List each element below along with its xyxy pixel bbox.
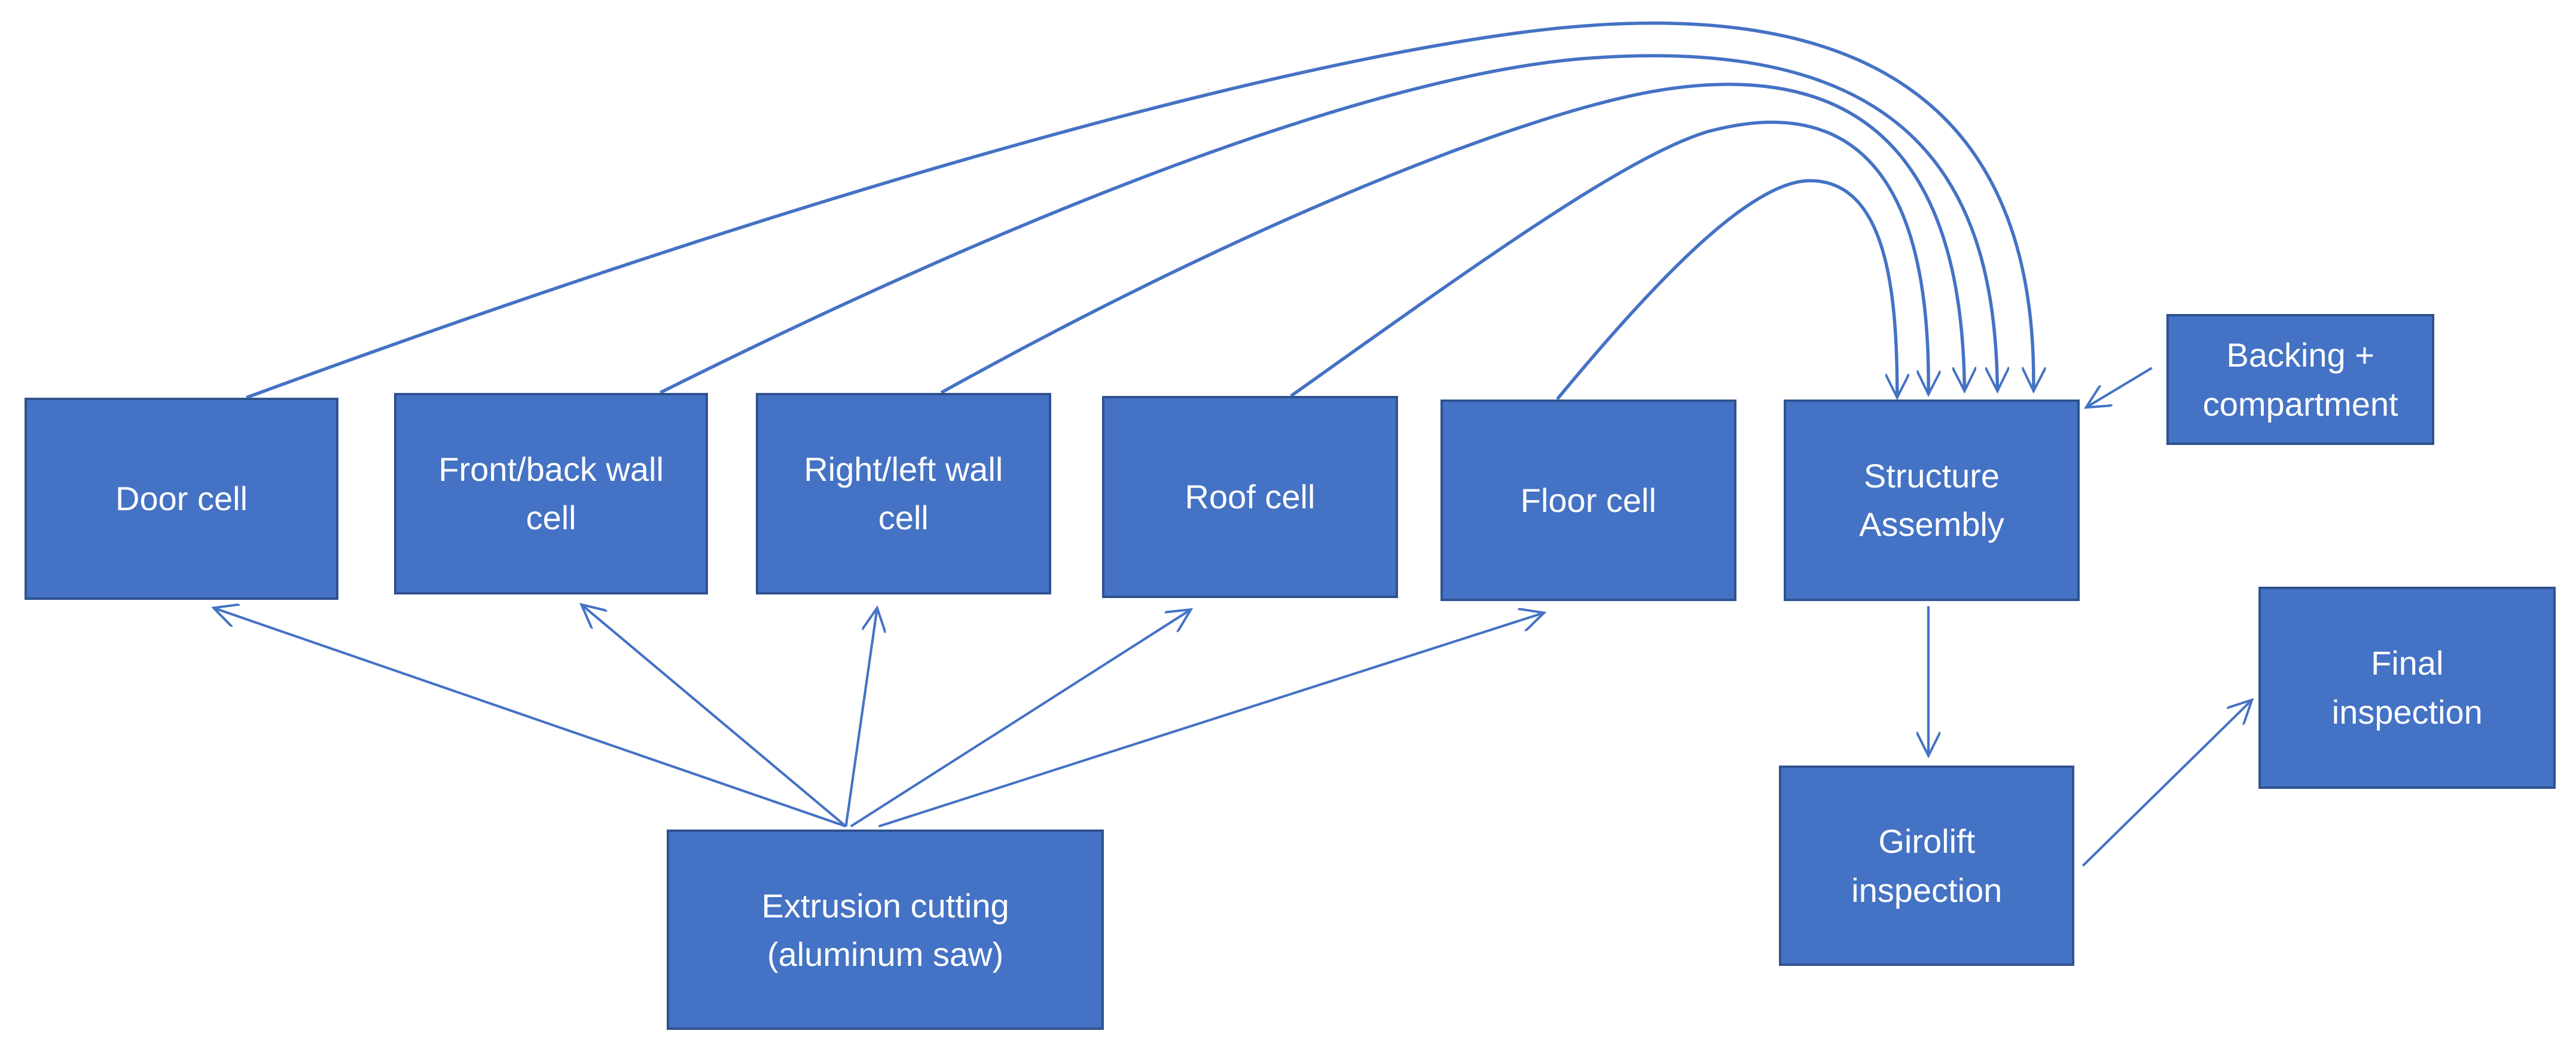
arrow-extrusion-to-front-back — [581, 605, 847, 828]
arrow-right-left-to-structure — [940, 83, 1964, 394]
node-label: Girolift inspection — [1851, 822, 2003, 909]
node-roof-cell: Roof cell — [1102, 396, 1398, 598]
node-backing-compartment: Backing + compartment — [2166, 313, 2435, 446]
node-label: Door cell — [115, 480, 248, 518]
arrow-door-to-structure — [246, 21, 2034, 400]
node-floor-cell: Floor cell — [1440, 399, 1736, 602]
arrow-extrusion-to-right-left — [844, 608, 877, 827]
node-label: Extrusion cutting (aluminum saw) — [761, 886, 1009, 973]
arrow-extrusion-to-floor — [878, 613, 1545, 828]
node-extrusion-cutting: Extrusion cutting (aluminum saw) — [667, 830, 1104, 1030]
arrow-floor-to-structure — [1556, 179, 1897, 401]
node-right-left-wall-cell: Right/left wall cell — [755, 392, 1052, 595]
arrow-extrusion-to-roof — [850, 609, 1191, 828]
arrow-backing-to-structure — [2086, 367, 2153, 407]
arrow-front-back-to-structure — [660, 54, 1997, 394]
node-label: Final inspection — [2331, 644, 2483, 731]
arrow-girolift-to-final — [2081, 700, 2252, 867]
node-door-cell: Door cell — [25, 397, 338, 600]
arrow-extrusion-to-door — [213, 608, 847, 828]
node-label: Roof cell — [1185, 478, 1316, 516]
arrow-roof-to-structure — [1290, 120, 1928, 398]
node-girolift-inspection: Girolift inspection — [1779, 766, 2075, 966]
node-label: Floor cell — [1520, 481, 1656, 519]
node-label: Backing + compartment — [2202, 336, 2398, 423]
node-final-inspection: Final inspection — [2258, 586, 2556, 789]
node-label: Right/left wall cell — [804, 450, 1003, 537]
node-label: Front/back wall cell — [438, 450, 664, 537]
node-label: Structure Assembly — [1859, 457, 2004, 544]
node-structure-assembly: Structure Assembly — [1784, 399, 2080, 602]
node-front-back-wall-cell: Front/back wall cell — [394, 392, 708, 595]
